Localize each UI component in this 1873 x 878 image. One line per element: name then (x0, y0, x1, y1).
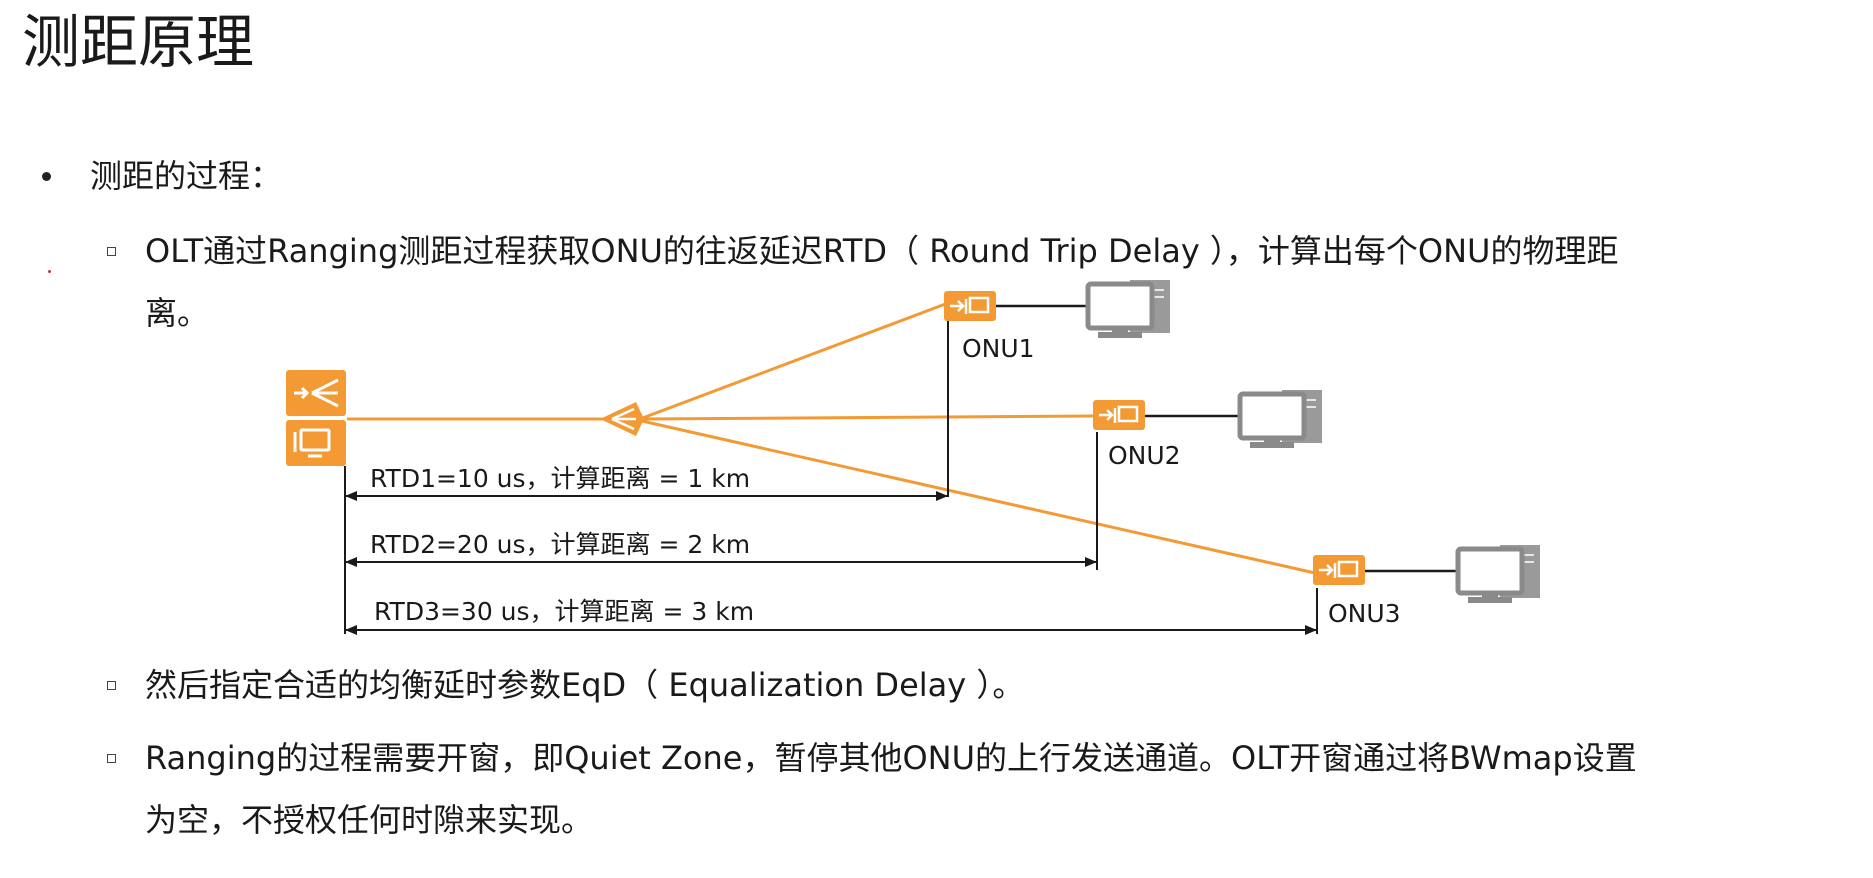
rtd1-label: RTD1=10 us，计算距离 = 1 km (370, 464, 750, 493)
rtd3-label: RTD3=30 us，计算距离 = 3 km (374, 597, 754, 626)
onu3-computer-icon (1455, 545, 1540, 603)
bullet-dot (42, 172, 51, 181)
bullet-text: 测距的过程： (90, 157, 283, 195)
onu2-device-icon (1093, 400, 1145, 430)
sub-bullet-text-3: Ranging的过程需要开窗，即Quiet Zone，暂停其他ONU的上行发送通… (145, 739, 1637, 777)
fiber-onu3 (641, 419, 1316, 575)
sub-bullet-marker (107, 247, 116, 256)
sub-bullet-text-2: 然后指定合适的均衡延时参数EqD（ Equalization Delay ）。 (145, 666, 1025, 704)
fiber-onu2 (641, 414, 1096, 421)
fiber-onu1 (639, 301, 949, 421)
sub-bullet-text-3-cont: 为空，不授权任何时隙来实现。 (145, 801, 594, 839)
onu2-computer-icon (1237, 390, 1322, 448)
sub-bullet-text-1: OLT通过Ranging测距过程获取ONU的往返延迟RTD（ Round Tri… (145, 232, 1619, 270)
onu3-device-icon (1313, 555, 1365, 585)
olt-device-icon (286, 370, 346, 466)
stray-mark (48, 270, 51, 273)
optical-splitter-icon (600, 402, 644, 436)
sub-bullet-marker (107, 754, 116, 763)
page-title: 测距原理 (22, 8, 255, 76)
sub-bullet-text-1-cont: 离。 (145, 294, 210, 332)
onu2-label: ONU2 (1108, 441, 1181, 470)
onu1-device-icon (944, 291, 996, 321)
rtd2-label: RTD2=20 us，计算距离 = 2 km (370, 530, 750, 559)
onu1-computer-icon (1085, 280, 1170, 338)
onu1-label: ONU1 (962, 334, 1035, 363)
onu3-label: ONU3 (1328, 599, 1401, 628)
sub-bullet-marker (107, 681, 116, 690)
